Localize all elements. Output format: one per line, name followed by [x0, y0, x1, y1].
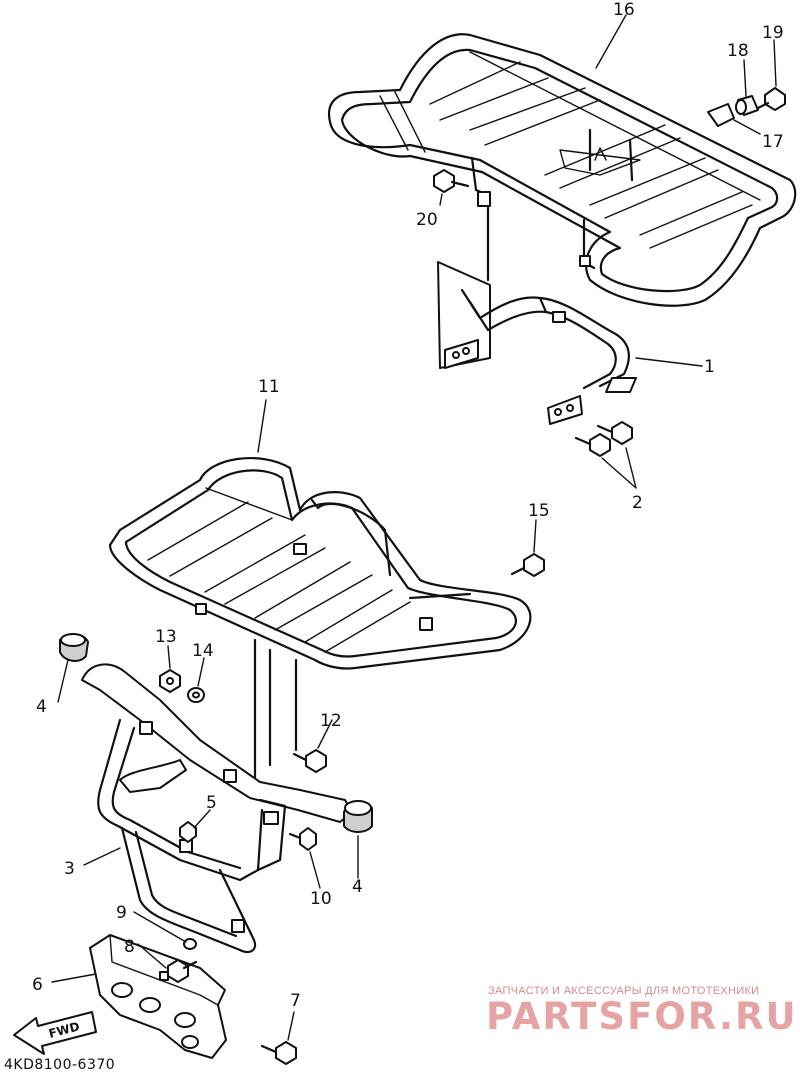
- callout-labels: 16 19 18 17 20 1 2 11 15 13 14 4 12 5 3 …: [32, 0, 784, 1011]
- callout-4-right: 4: [352, 877, 363, 897]
- grommet-4-right: [343, 800, 373, 833]
- callout-1: 1: [704, 357, 715, 377]
- collar-18: [735, 95, 759, 116]
- washer-9: [183, 938, 197, 950]
- front-carrier-rack: [108, 457, 532, 792]
- drawing-code: 4KD8100-6370: [4, 1057, 116, 1073]
- callout-7: 7: [290, 991, 301, 1011]
- callout-19: 19: [762, 23, 784, 43]
- nut-5: [179, 821, 197, 843]
- skid-plate: [89, 934, 227, 1059]
- callout-11: 11: [258, 377, 280, 397]
- callout-12: 12: [320, 711, 342, 731]
- bolt-8: [167, 959, 198, 983]
- callout-14: 14: [192, 641, 214, 661]
- callout-13: 13: [155, 627, 177, 647]
- callout-2: 2: [632, 493, 643, 513]
- callout-6: 6: [32, 975, 43, 995]
- callout-15: 15: [528, 501, 550, 521]
- callout-16: 16: [613, 0, 635, 20]
- callout-17: 17: [762, 132, 784, 152]
- callout-4-left: 4: [36, 697, 47, 717]
- nut-13: [159, 669, 181, 693]
- bolts-2: [574, 421, 633, 457]
- watermark-tagline: ЗАПЧАСТИ И АКСЕССУАРЫ ДЛЯ МОТОТЕХНИКИ: [488, 985, 760, 997]
- rear-support-stay: [437, 261, 637, 425]
- bolt-15: [510, 553, 545, 577]
- callout-9: 9: [116, 903, 127, 923]
- callout-5: 5: [206, 793, 217, 813]
- callout-10: 10: [310, 889, 332, 909]
- forward-direction-arrow: FWD: [13, 1011, 97, 1055]
- rear-carrier-rack: [327, 33, 797, 307]
- callout-8: 8: [124, 937, 135, 957]
- callout-20: 20: [416, 210, 438, 230]
- bolt-10: [288, 827, 317, 851]
- bolt-19: [756, 87, 786, 111]
- callout-18: 18: [727, 41, 749, 61]
- watermark-brand: PARTSFOR.RU: [486, 995, 798, 1038]
- bolt-20: [433, 169, 470, 193]
- callout-3: 3: [64, 859, 75, 879]
- bolt-12: [292, 749, 327, 773]
- leader-lines: [51, 14, 777, 1041]
- washer-14: [187, 687, 205, 703]
- front-guard-bumper: [81, 663, 353, 954]
- bolt-7: [260, 1041, 297, 1065]
- grommet-4-left: [59, 633, 90, 662]
